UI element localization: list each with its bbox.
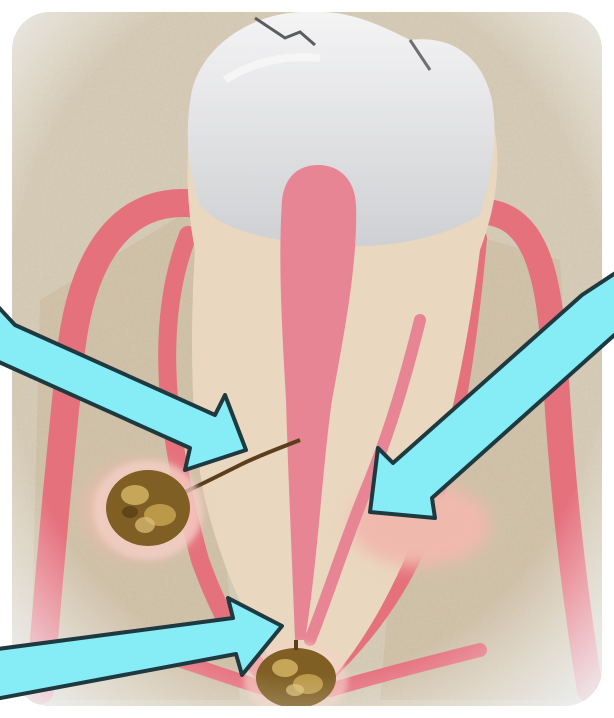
tooth-diagram-svg (0, 0, 614, 718)
tooth-diagram (0, 0, 614, 718)
